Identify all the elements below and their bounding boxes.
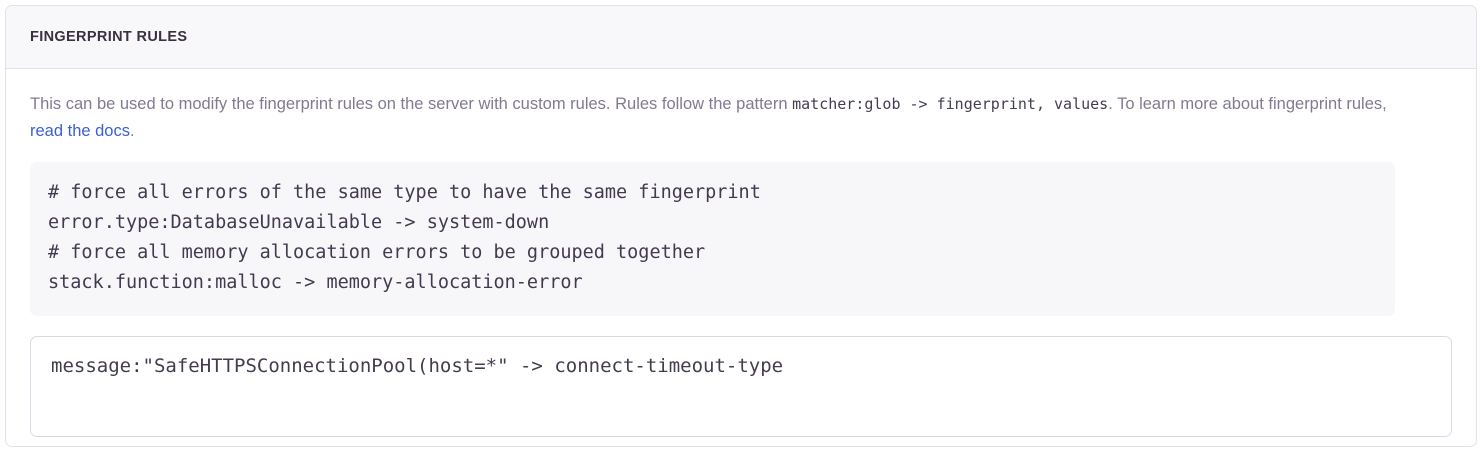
description-text-after-link: . — [129, 121, 135, 140]
description-text: This can be used to modify the fingerpri… — [30, 91, 1410, 144]
panel-header: FINGERPRINT RULES — [6, 6, 1476, 69]
description-text-after-code: . To learn more about fingerprint rules, — [1108, 95, 1387, 113]
panel-body: This can be used to modify the fingerpri… — [6, 69, 1476, 446]
example-rules-code: # force all errors of the same type to h… — [48, 182, 761, 294]
fingerprint-rules-panel: FINGERPRINT RULES This can be used to mo… — [5, 5, 1477, 447]
fingerprint-rules-input[interactable] — [30, 336, 1452, 438]
example-rules-code-block: # force all errors of the same type to h… — [30, 162, 1395, 317]
inline-code-pattern: matcher:glob -> fingerprint, values — [792, 95, 1109, 113]
read-the-docs-link[interactable]: read the docs — [30, 121, 130, 140]
page-title: FINGERPRINT RULES — [30, 29, 188, 45]
description-text-before-code: This can be used to modify the fingerpri… — [30, 95, 793, 113]
